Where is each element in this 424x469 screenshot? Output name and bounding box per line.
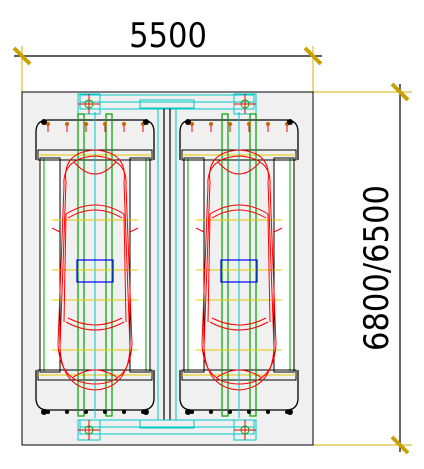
- width-dimension-label: 5500: [129, 16, 207, 56]
- car-body-inner: [57, 155, 133, 385]
- bolt-head: [122, 410, 126, 414]
- bolt-head: [190, 410, 194, 414]
- corner-posts: [77, 93, 257, 441]
- bolt-head: [266, 410, 270, 414]
- parking-bays: [35, 112, 299, 418]
- frame-knob: [143, 409, 149, 415]
- right-bay: [179, 112, 299, 418]
- column-left: [221, 113, 229, 417]
- bolt-head: [209, 410, 213, 414]
- roof-marker: [76, 259, 114, 283]
- roof-marker: [220, 259, 258, 283]
- runway-right: [129, 157, 151, 373]
- width-tick-left: [12, 46, 32, 66]
- bolt-head: [46, 122, 50, 126]
- frame-knob: [143, 119, 149, 125]
- bolt-head: [247, 410, 251, 414]
- height-tick-top: [390, 82, 410, 102]
- post-bottom-right: [233, 419, 257, 441]
- trunk-line: [215, 369, 263, 379]
- runway-left: [183, 157, 205, 373]
- car-outline: [195, 149, 283, 391]
- mirror-left: [51, 227, 61, 233]
- bolt-head: [266, 122, 270, 126]
- frame-knob: [287, 409, 293, 415]
- post-bottom-left: [77, 419, 101, 441]
- bolt-head: [84, 122, 88, 126]
- bolt-head: [122, 122, 126, 126]
- bolt-head: [190, 122, 194, 126]
- left-bay: [35, 112, 155, 418]
- car-side-right: [123, 213, 127, 323]
- car-body: [59, 149, 131, 391]
- hood-line: [217, 161, 261, 175]
- bolt-head: [46, 410, 50, 414]
- windshield-inner: [67, 209, 123, 219]
- car-outline: [51, 149, 139, 391]
- height-tick-bottom: [390, 435, 410, 455]
- frame-knob: [41, 119, 47, 125]
- bolt-head: [103, 122, 107, 126]
- mirror-left: [195, 227, 205, 233]
- post-top-left: [77, 93, 101, 115]
- rear-window: [65, 321, 125, 331]
- column-left: [77, 113, 85, 417]
- car-side-left: [63, 213, 67, 323]
- height-dimension: 6800/6500: [312, 82, 412, 455]
- column-right: [105, 113, 113, 417]
- bolt-head: [84, 410, 88, 414]
- rear-window-inner: [67, 317, 123, 326]
- windshield: [209, 204, 269, 215]
- bolt-head: [247, 122, 251, 126]
- rear-window-inner: [211, 317, 267, 326]
- rear-window: [209, 321, 269, 331]
- runway-right: [273, 157, 295, 373]
- mirror-right: [129, 227, 139, 233]
- car-side-right: [267, 213, 271, 323]
- car-side-left: [207, 213, 211, 323]
- hood-line: [73, 161, 117, 175]
- width-tick-right: [303, 46, 323, 66]
- height-dimension-label: 6800/6500: [357, 185, 397, 351]
- post-top-right: [233, 93, 257, 115]
- frame-knob: [41, 409, 47, 415]
- central-spine: [79, 94, 255, 435]
- bolt-head: [65, 410, 69, 414]
- width-dimension: 5500: [12, 16, 323, 92]
- trunk-line: [71, 369, 119, 379]
- car-body: [203, 149, 275, 391]
- bolt-head: [228, 122, 232, 126]
- mirror-right: [273, 227, 283, 233]
- bolt-head: [103, 410, 107, 414]
- frame-knob: [185, 119, 191, 125]
- car-body-inner: [201, 155, 277, 385]
- bolt-head: [65, 122, 69, 126]
- column-right: [249, 113, 257, 417]
- bolt-head: [209, 122, 213, 126]
- runway-left: [39, 157, 61, 373]
- frame-knob: [185, 409, 191, 415]
- windshield: [65, 204, 125, 215]
- bolt-head: [228, 410, 232, 414]
- windshield-inner: [211, 209, 267, 219]
- frame-knob: [287, 119, 293, 125]
- base-platform: [21, 91, 314, 446]
